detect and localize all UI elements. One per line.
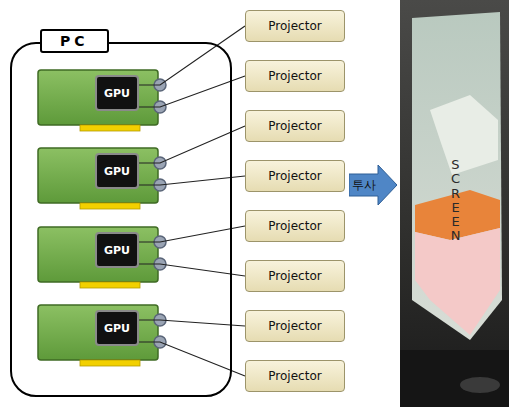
cable-line	[139, 76, 245, 107]
projector-box: Projector	[245, 310, 345, 342]
cable-line	[139, 26, 245, 85]
gpu-label: GPU	[104, 322, 130, 335]
projector-label: Projector	[268, 69, 321, 83]
gpu-chip: GPU	[95, 75, 139, 111]
projector-box: Projector	[245, 60, 345, 92]
gpu-label: GPU	[104, 244, 130, 257]
arrow-label: 투사	[352, 177, 376, 194]
cable-line	[139, 126, 245, 163]
cable-line	[139, 226, 245, 242]
cable-line	[139, 342, 245, 376]
projector-label: Projector	[268, 319, 321, 333]
pc-tab: PC	[40, 29, 109, 53]
cable-line	[139, 320, 245, 326]
gpu-card	[38, 227, 166, 288]
projector-box: Projector	[245, 360, 345, 392]
projector-box: Projector	[245, 160, 345, 192]
cable-line	[139, 264, 245, 276]
gpu-chip: GPU	[95, 310, 139, 346]
gpu-chip: GPU	[95, 232, 139, 268]
gpu-label: GPU	[104, 165, 130, 178]
projector-label: Projector	[268, 269, 321, 283]
pc-heading: PC	[60, 33, 89, 49]
gpu-card	[38, 305, 166, 366]
gpu-label: GPU	[104, 87, 130, 100]
projector-label: Projector	[268, 369, 321, 383]
screen-photo	[400, 0, 509, 407]
projection-arrow: 투사	[349, 165, 397, 205]
projector-box: Projector	[245, 260, 345, 292]
projector-box: Projector	[245, 210, 345, 242]
projector-label: Projector	[268, 219, 321, 233]
projector-label: Projector	[268, 119, 321, 133]
projector-label: Projector	[268, 19, 321, 33]
pc-case: PCGPUGPUGPUGPU	[10, 42, 232, 397]
cable-line	[139, 176, 245, 185]
gpu-chip: GPU	[95, 153, 139, 189]
gpu-card	[38, 148, 166, 209]
projector-box: Projector	[245, 10, 345, 42]
projector-box: Projector	[245, 110, 345, 142]
projector-label: Projector	[268, 169, 321, 183]
screen-label: SCREEN	[449, 158, 462, 244]
gpu-card	[38, 70, 166, 131]
